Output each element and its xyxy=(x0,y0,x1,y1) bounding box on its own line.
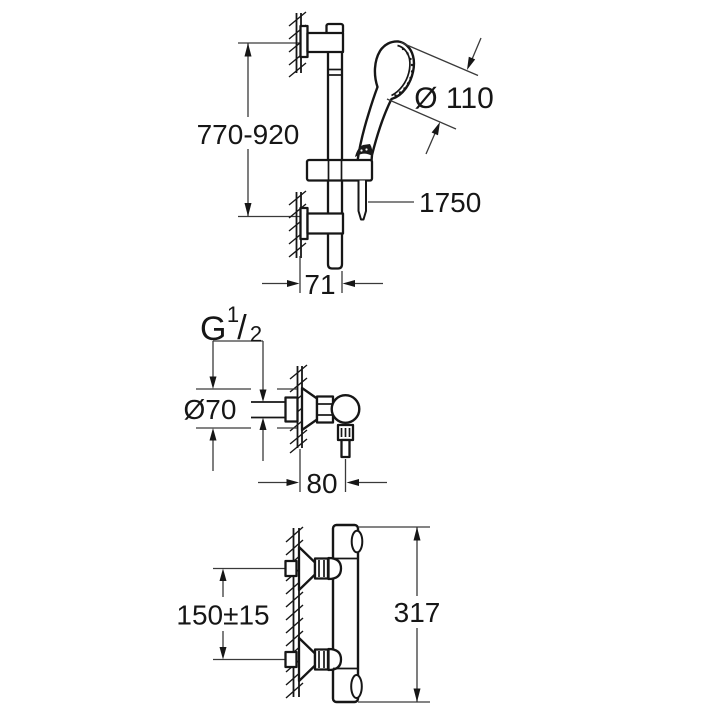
dim-rail-offset-label: 71 xyxy=(304,269,335,300)
handle-dot xyxy=(360,149,363,152)
thread-slash: / xyxy=(237,309,247,347)
thread-letter: G xyxy=(200,310,226,348)
lower-s-union xyxy=(284,636,330,683)
bottom-view-thermostat: 150±15 317 xyxy=(176,523,442,704)
lower-knob xyxy=(350,674,363,699)
dim-projection-label: 80 xyxy=(306,468,337,499)
dim-hose-length-label: 1750 xyxy=(419,187,481,218)
dim-body-length-label: 317 xyxy=(394,597,441,628)
dimension-connection-distance xyxy=(219,568,227,660)
dimension-head-diameter xyxy=(386,37,482,155)
shower-hose xyxy=(357,180,367,221)
dimension-projection xyxy=(258,449,387,492)
dim-head-diameter-label: Ø 110 xyxy=(414,82,494,115)
rail-slider-holder xyxy=(305,158,374,182)
upper-union-dome xyxy=(327,556,343,581)
supply-nut xyxy=(284,396,299,423)
dimension-thread xyxy=(213,340,267,461)
handle-dot xyxy=(365,148,368,151)
shower-rail xyxy=(326,26,344,270)
rail-bracket-top xyxy=(306,31,345,54)
top-view-shower-rail-set: 770-920 Ø 110 1750 71 xyxy=(194,11,494,300)
hose-outlet xyxy=(336,423,355,459)
upper-knob xyxy=(350,529,364,554)
middle-view-valve: G 1 / 2 Ø70 80 xyxy=(184,302,387,499)
rail-bracket-bottom xyxy=(306,212,345,235)
dim-rosette-diameter-label: Ø70 xyxy=(184,394,237,425)
dimension-rail-height xyxy=(194,42,302,218)
dim-rail-height-label: 770-920 xyxy=(197,119,300,150)
hand-shower xyxy=(355,40,416,163)
thread-denominator: 2 xyxy=(250,322,262,347)
upper-s-union xyxy=(284,545,330,592)
dimension-body-length xyxy=(358,526,442,703)
thread-numerator: 1 xyxy=(227,302,239,327)
spray-face-dots xyxy=(394,47,414,97)
handle-end-cap xyxy=(355,144,373,157)
dimension-rail-offset xyxy=(262,256,383,293)
valve-rosette xyxy=(300,386,319,432)
spray-face-rim xyxy=(391,44,411,97)
dimension-rosette-diameter xyxy=(196,341,297,471)
valve-handle xyxy=(330,394,361,425)
dim-connection-distance-label: 150±15 xyxy=(176,600,269,631)
lower-union-dome xyxy=(327,647,343,672)
